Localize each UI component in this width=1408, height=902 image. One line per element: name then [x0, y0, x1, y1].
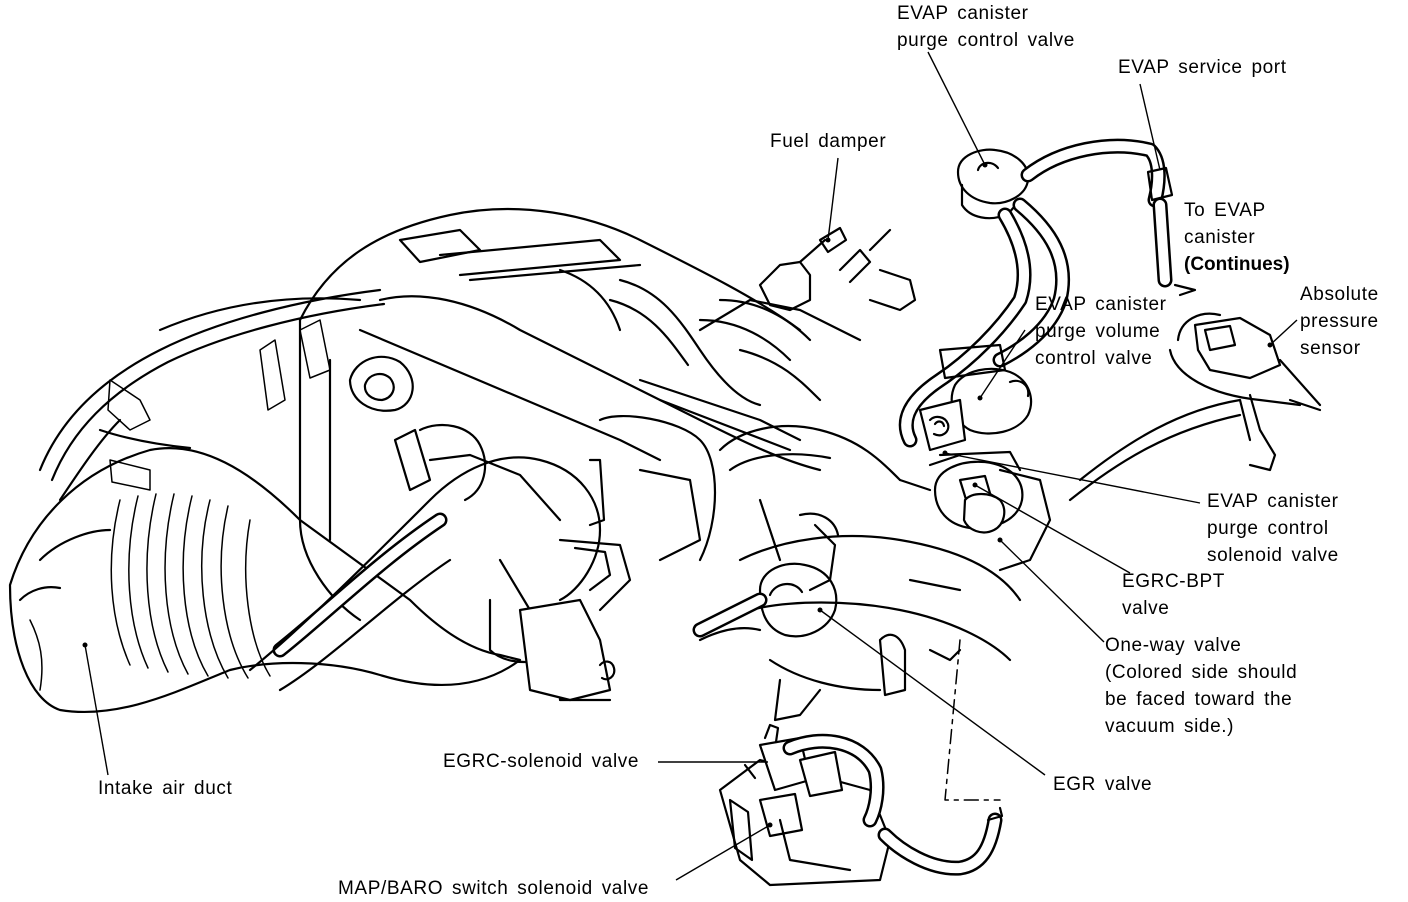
egr-valve-drawing	[692, 424, 1022, 722]
label-egrc-solenoid-valve: EGRC-solenoid valve	[443, 748, 639, 775]
label-line: Intake air duct	[98, 778, 233, 799]
label-line: To EVAP	[1184, 200, 1266, 221]
label-line: (Colored side should	[1105, 662, 1298, 683]
label-line: sensor	[1300, 338, 1361, 359]
label-line: vacuum side.)	[1105, 716, 1235, 737]
label-fuel-damper: Fuel damper	[770, 128, 886, 155]
label-line: be faced toward the	[1105, 689, 1293, 710]
engine-block-drawing	[298, 207, 862, 702]
label-line: valve	[1122, 598, 1170, 619]
label-intake-air-duct: Intake air duct	[98, 775, 232, 802]
label-line: purge control	[1207, 518, 1329, 539]
label-egr-valve: EGR valve	[1053, 771, 1152, 798]
label-line: One-way valve	[1105, 635, 1242, 656]
fuel-damper-drawing	[608, 226, 917, 407]
label-line: Absolute	[1300, 284, 1379, 305]
label-line: EVAP canister	[897, 3, 1029, 24]
label-evap-purge-volume-control-valve: EVAP canister purge volume control valve	[1035, 291, 1167, 372]
label-egrc-bpt-valve: EGRC-BPT valve	[1122, 568, 1225, 622]
label-map-baro-switch-solenoid-valve: MAP/BARO switch solenoid valve	[338, 875, 649, 902]
label-evap-service-port: EVAP service port	[1118, 54, 1287, 81]
throttle-body-drawing	[248, 423, 632, 702]
label-to-evap-canister: To EVAP canister (Continues)	[1184, 197, 1290, 278]
wiring-harness-drawing	[38, 288, 386, 502]
leader-fuel-damper	[827, 157, 839, 241]
label-line: pressure	[1300, 311, 1379, 332]
label-line: EVAP service port	[1118, 57, 1287, 78]
leader-absolute-pressure-sensor	[1269, 319, 1298, 346]
leader-one-way-valve	[999, 539, 1105, 643]
label-line: MAP/BARO switch solenoid valve	[338, 878, 650, 899]
intake-air-duct-drawing	[8, 447, 522, 714]
label-line: EGRC-BPT	[1122, 571, 1225, 592]
leader-evap-purge-control-solenoid-valve	[944, 452, 1201, 504]
label-line: solenoid valve	[1207, 545, 1339, 566]
label-line: EVAP canister	[1035, 294, 1167, 315]
label-line: canister	[1184, 227, 1256, 248]
label-line: EVAP canister	[1207, 491, 1339, 512]
absolute-pressure-sensor-drawing	[1068, 312, 1322, 502]
evap-purge-volume-control-valve-drawing	[918, 343, 1033, 452]
leader-evap-service-port	[1139, 83, 1161, 171]
label-evap-purge-control-valve: EVAP canister purge control valve	[897, 0, 1075, 54]
leader-evap-purge-volume-control-valve	[979, 329, 1026, 399]
label-line: purge volume	[1035, 321, 1161, 342]
label-line: EGRC-solenoid valve	[443, 751, 640, 772]
label-line: purge control valve	[897, 30, 1075, 51]
leader-map-baro-switch-solenoid-valve	[675, 824, 771, 881]
leader-egr-valve	[819, 609, 1046, 776]
leader-intake-air-duct	[84, 644, 109, 776]
leader-egrc-bpt-valve	[974, 484, 1131, 574]
label-one-way-valve: One-way valve (Colored side should be fa…	[1105, 632, 1297, 740]
hose-continuation-line	[944, 639, 1001, 801]
label-line: control valve	[1035, 348, 1153, 369]
egrc-bpt-valve-drawing	[928, 450, 1052, 572]
leader-evap-purge-control-valve	[927, 51, 986, 166]
label-line: EGR valve	[1053, 774, 1153, 795]
label-absolute-pressure-sensor: Absolute pressure sensor	[1300, 281, 1379, 362]
leader-lines	[82, 51, 1298, 881]
label-continues: (Continues)	[1184, 254, 1290, 275]
label-line: Fuel damper	[770, 131, 887, 152]
label-evap-purge-control-solenoid-valve: EVAP canister purge control solenoid val…	[1207, 488, 1339, 569]
solenoid-valve-bracket-drawing	[718, 723, 1004, 887]
